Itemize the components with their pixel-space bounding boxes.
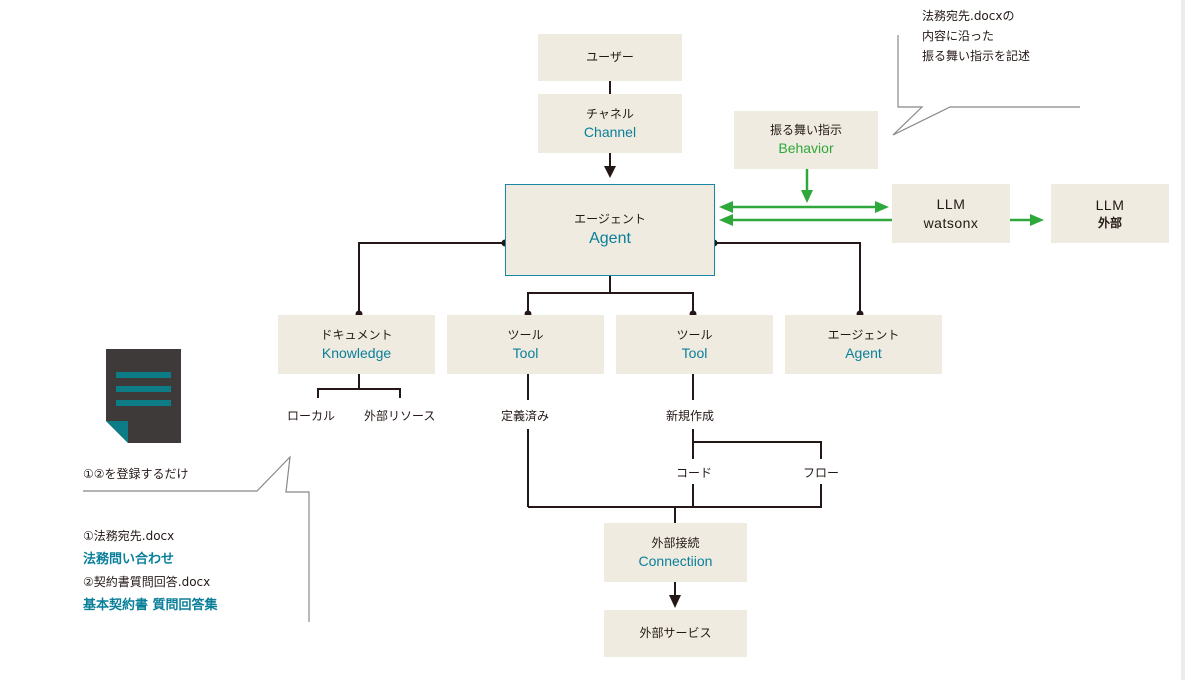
node-connection-jp: 外部接続 — [651, 535, 700, 550]
label-code: コード — [676, 466, 713, 480]
node-agent-main[interactable]: エージェント Agent — [505, 184, 715, 276]
callout-left-list: ①法務宛先.docx 法務問い合わせ ②契約書質問回答.docx 基本契約書 質… — [83, 525, 218, 617]
node-llm-watsonx-bottom: watsonx — [923, 214, 979, 231]
node-tool-predefined[interactable]: ツール Tool — [447, 315, 604, 374]
arrow-head-external — [1030, 214, 1044, 226]
node-tool-1-jp: ツール — [507, 327, 544, 342]
node-agent-sub-en: Agent — [845, 344, 882, 361]
label-external-resource: 外部リソース — [364, 409, 436, 423]
callout-left-title: 基本契約書 質問回答集 — [83, 598, 218, 613]
node-tool-2-jp: ツール — [676, 327, 713, 342]
scrollbar-track[interactable] — [1181, 0, 1185, 680]
document-icon — [106, 349, 181, 443]
node-user[interactable]: ユーザー — [538, 34, 682, 81]
node-llm-watsonx-top: LLM — [936, 195, 966, 212]
label-flow: フロー — [803, 466, 840, 480]
node-channel-en: Channel — [583, 123, 637, 140]
node-agent-sub-jp: エージェント — [827, 327, 900, 342]
callout-top-text: 法務宛先.docxの 内容に沿った 振る舞い指示を記述 — [922, 6, 1030, 66]
arrow-head-channel-agent — [604, 166, 616, 178]
label-new-creation: 新規作成 — [666, 409, 715, 423]
node-agent-main-en: Agent — [589, 229, 631, 247]
node-external-service[interactable]: 外部サービス — [604, 610, 747, 657]
node-llm-external-top: LLM — [1095, 196, 1125, 213]
arrow-head-right-top — [875, 201, 889, 213]
line-knowledge-branches — [317, 388, 401, 398]
node-behavior-jp: 振る舞い指示 — [769, 123, 842, 137]
node-agent-sub[interactable]: エージェント Agent — [785, 315, 942, 374]
callout-left-file: ①法務宛先.docx — [83, 529, 175, 543]
arrow-head-external-service — [669, 595, 681, 608]
node-llm-watsonx[interactable]: LLM watsonx — [892, 184, 1010, 243]
node-knowledge-jp: ドキュメント — [320, 327, 393, 342]
node-channel-jp: チャネル — [586, 106, 634, 121]
node-knowledge-en: Knowledge — [321, 344, 392, 361]
callout-top-line: 法務宛先.docxの — [922, 9, 1015, 23]
line-agent-subagent — [714, 242, 861, 314]
node-behavior[interactable]: 振る舞い指示 Behavior — [734, 111, 878, 169]
node-user-label: ユーザー — [586, 50, 634, 64]
node-tool-2-en: Tool — [681, 344, 708, 361]
line-agent-knowledge — [358, 242, 505, 314]
node-connection[interactable]: 外部接続 Connectiion — [604, 523, 747, 582]
node-llm-external[interactable]: LLM 外部 — [1051, 184, 1169, 243]
node-knowledge[interactable]: ドキュメント Knowledge — [278, 315, 435, 374]
node-channel[interactable]: チャネル Channel — [538, 94, 682, 153]
callout-left-heading: ①②を登録するだけ — [83, 467, 189, 481]
arrow-head-left-bottom — [719, 214, 733, 226]
node-external-service-label: 外部サービス — [639, 626, 712, 640]
callout-top-line: 振る舞い指示を記述 — [922, 49, 1031, 63]
arrow-head-behavior — [801, 190, 813, 203]
node-llm-external-bottom: 外部 — [1097, 215, 1122, 230]
callout-left-bubble — [83, 455, 310, 622]
node-connection-en: Connectiion — [638, 552, 713, 569]
arrow-head-left-top — [719, 201, 733, 213]
label-predefined: 定義済み — [501, 409, 550, 423]
node-tool-1-en: Tool — [512, 344, 539, 361]
node-agent-main-jp: エージェント — [574, 211, 646, 226]
node-behavior-en: Behavior — [778, 140, 834, 156]
callout-left-file: ②契約書質問回答.docx — [83, 575, 211, 589]
callout-left-title: 法務問い合わせ — [83, 552, 175, 567]
callout-top-line: 内容に沿った — [922, 29, 995, 43]
callout-top-bubble — [892, 35, 1080, 136]
label-local: ローカル — [287, 409, 336, 423]
line-agent-tools — [527, 292, 694, 314]
node-tool-new[interactable]: ツール Tool — [616, 315, 773, 374]
